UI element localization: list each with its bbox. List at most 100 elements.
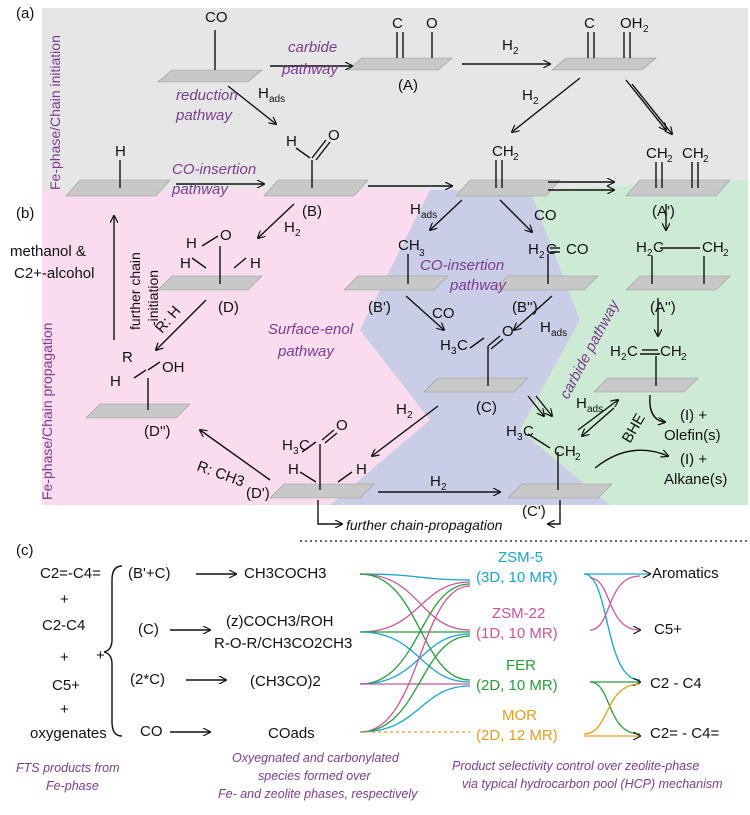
svg-text:ads: ads xyxy=(551,328,567,339)
svg-text:3: 3 xyxy=(451,346,457,357)
svg-text:ads: ads xyxy=(587,404,603,415)
svg-text:CH: CH xyxy=(702,239,724,256)
svg-text:Fe- and zeolite phases, respec: Fe- and zeolite phases, respectively xyxy=(218,787,418,801)
svg-text:-initiation: -initiation xyxy=(145,270,161,326)
zeolite-zsm22-name: ZSM-22 xyxy=(492,605,545,622)
svg-text:CO: CO xyxy=(534,207,557,224)
svg-text:CH: CH xyxy=(646,145,668,162)
svg-text:pathway: pathway xyxy=(449,277,507,294)
svg-text:2: 2 xyxy=(647,248,653,259)
svg-text:CO: CO xyxy=(566,241,589,258)
svg-text:2: 2 xyxy=(533,96,539,107)
svg-text:O: O xyxy=(336,417,348,434)
svg-text:Surface-enol: Surface-enol xyxy=(268,321,354,338)
svg-text:OH: OH xyxy=(162,359,185,376)
svg-text:C: C xyxy=(523,423,534,440)
svg-text:O: O xyxy=(328,127,340,144)
svg-text:reduction: reduction xyxy=(176,87,238,104)
svg-text:H: H xyxy=(180,255,191,272)
svg-text:CO: CO xyxy=(432,305,455,322)
svg-text:R: R xyxy=(122,349,133,366)
svg-text:Oxyegnated and carbonylated: Oxyegnated and carbonylated xyxy=(232,751,400,765)
svg-text:C: C xyxy=(392,15,403,32)
svg-text:H: H xyxy=(110,373,121,390)
svg-text:CO-insertion: CO-insertion xyxy=(172,161,256,178)
svg-text:2: 2 xyxy=(667,154,673,165)
svg-text:(A'): (A') xyxy=(652,203,675,220)
svg-text:3: 3 xyxy=(419,248,425,259)
output-aromatics: Aromatics xyxy=(652,565,719,582)
svg-text:(B''): (B'') xyxy=(512,299,538,316)
svg-text:OH: OH xyxy=(620,15,643,32)
svg-text:+: + xyxy=(60,649,69,666)
svg-text:C2-C4: C2-C4 xyxy=(42,617,85,634)
svg-text:H: H xyxy=(636,239,647,256)
svg-text:(I) +: (I) + xyxy=(680,451,707,468)
svg-text:(B): (B) xyxy=(302,203,322,220)
svg-text:methanol &: methanol & xyxy=(10,243,86,260)
svg-text:CO-insertion: CO-insertion xyxy=(420,257,504,274)
svg-text:(1D, 10 MR): (1D, 10 MR) xyxy=(476,625,558,642)
side-label-propagation: Fe-phase/Chain propagation xyxy=(39,323,55,500)
svg-text:2: 2 xyxy=(407,410,413,421)
svg-text:CO: CO xyxy=(140,723,163,740)
svg-text:(D'): (D') xyxy=(246,485,270,502)
svg-text:R-O-R/CH3CO2CH3: R-O-R/CH3CO2CH3 xyxy=(214,635,352,652)
svg-text:H: H xyxy=(506,423,517,440)
svg-text:(I) +: (I) + xyxy=(680,407,707,424)
svg-text:(2D, 12 MR): (2D, 12 MR) xyxy=(476,727,558,744)
svg-text:pathway: pathway xyxy=(171,181,229,198)
svg-text:further chain-propagation: further chain-propagation xyxy=(346,517,503,533)
svg-text:H: H xyxy=(258,85,269,102)
svg-text:2: 2 xyxy=(513,152,519,163)
svg-text:FTS products from: FTS products from xyxy=(16,761,120,775)
svg-text:2: 2 xyxy=(621,352,627,363)
svg-text:CO: CO xyxy=(205,9,228,26)
svg-text:+: + xyxy=(96,647,105,664)
svg-text:H: H xyxy=(610,343,621,360)
svg-text:further chain: further chain xyxy=(127,252,143,330)
panel-c-label: (c) xyxy=(16,542,34,559)
svg-text:C5+: C5+ xyxy=(52,677,80,694)
svg-text:C: C xyxy=(457,337,468,354)
svg-text:CH: CH xyxy=(398,237,420,254)
svg-text:C: C xyxy=(299,437,310,454)
svg-text:+: + xyxy=(60,701,69,718)
reaction-arrows xyxy=(114,64,672,524)
svg-text:H: H xyxy=(576,395,587,412)
svg-text:pathway: pathway xyxy=(277,343,335,360)
panel-a-label: (a) xyxy=(16,5,34,22)
svg-text:(A): (A) xyxy=(398,77,418,94)
svg-text:H: H xyxy=(286,133,297,150)
svg-text:O: O xyxy=(220,227,232,244)
panel-b-label: (b) xyxy=(16,205,34,222)
svg-text:H: H xyxy=(250,255,261,272)
svg-text:3: 3 xyxy=(517,432,523,443)
svg-text:(C): (C) xyxy=(138,621,159,638)
svg-text:+: + xyxy=(60,591,69,608)
svg-text:(D): (D) xyxy=(218,299,239,316)
initiation-region xyxy=(42,8,748,204)
svg-text:H: H xyxy=(396,401,407,418)
svg-text:H: H xyxy=(186,235,197,252)
svg-text:CH: CH xyxy=(492,143,514,160)
svg-text:H: H xyxy=(288,461,299,478)
svg-text:2: 2 xyxy=(441,482,447,493)
svg-text:CH: CH xyxy=(660,343,682,360)
svg-text:2: 2 xyxy=(295,228,301,239)
fts-olefins: C2=-C4= xyxy=(40,565,101,582)
svg-text:H: H xyxy=(540,319,551,336)
svg-text:H: H xyxy=(410,201,421,218)
svg-text:2: 2 xyxy=(575,452,581,463)
svg-text:2: 2 xyxy=(513,46,519,57)
svg-text:H: H xyxy=(528,241,539,258)
carbide-region xyxy=(520,180,748,505)
output-olefins: C2= - C4= xyxy=(650,725,719,742)
section-c: C2=-C4= + C2-C4 + C5+ + oxygenates + (B'… xyxy=(16,549,723,801)
svg-text:(D''): (D'') xyxy=(144,423,171,440)
svg-text:CH: CH xyxy=(682,145,704,162)
svg-text:Olefin(s): Olefin(s) xyxy=(664,427,721,444)
svg-text:Alkane(s): Alkane(s) xyxy=(664,471,727,488)
svg-text:H: H xyxy=(284,219,295,236)
